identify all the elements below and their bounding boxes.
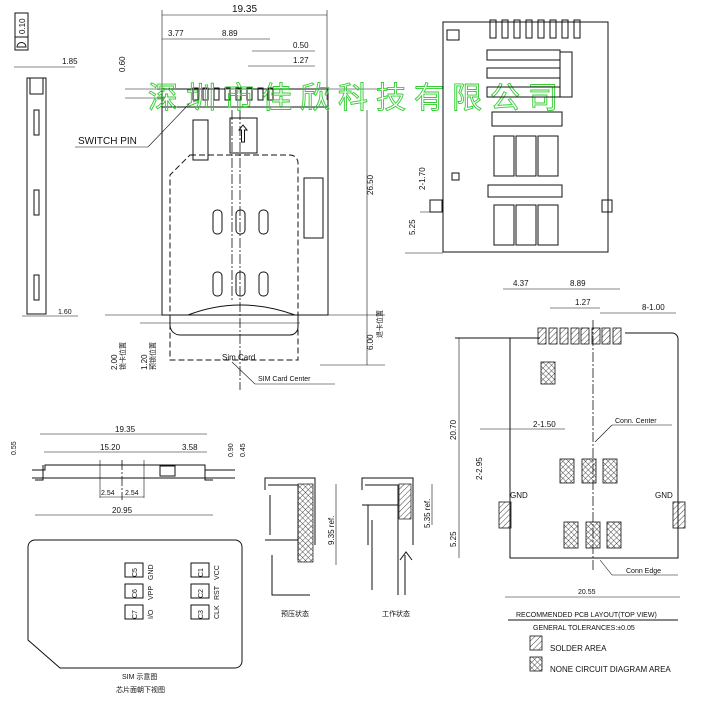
dim-pin-height: 0.60 [118,56,127,72]
preload-dim: 9.35 ref. [327,516,336,545]
eject-label: 退卡位置 [375,310,384,338]
pcb-dim-offset: 4.37 [513,279,529,288]
contact-c2: C2 RST [190,583,221,600]
contact-c5: C5 GND [124,562,155,580]
prelock-label: 预锁位置 [148,342,157,370]
front-dim-right: 3.58 [182,443,198,452]
front-dim-span: 15.20 [100,443,121,452]
conn-edge-label: Conn Edge [626,568,661,575]
svg-text:GND: GND [148,564,155,580]
sim-card-diagram: C5 GND C6 VPP C7 I/O C1 VCC C2 RST C3 CLK SIM … [27,539,243,694]
working-label: 工作状态 [382,609,410,618]
front-dim-width: 19.35 [115,425,136,434]
pcb-dim-height: 20.70 [449,419,458,440]
svg-text:RST: RST [214,585,221,600]
lock-label: 锁卡位置 [118,342,127,370]
dim-eject: 6.00 [366,334,375,350]
section-working: 5.35 ref. 工作状态 [361,477,433,618]
pcb-tolerance: GENERAL TOLERANCES:±0.05 [533,625,635,632]
pin-pads [537,327,622,345]
pcb-dim-span: 8.89 [570,279,586,288]
dim-pad-offset: 5.25 [408,219,417,235]
no-circuit-areas [540,361,622,549]
svg-text:I/O: I/O [148,609,155,619]
contact-c3: C3 CLK [190,604,221,620]
dim-lock: 2.00 [110,354,119,370]
dim-offset: 3.77 [168,29,184,38]
no-circuit-swatch [529,656,543,672]
front-dim-p2: 2.54 [125,490,139,497]
bottom-view: 2-1.70 5.25 [405,19,613,254]
pcb-dim-width: 20.55 [578,589,596,596]
dim-pad-width: 2-1.70 [418,167,427,190]
top-view: 19.35 3.77 8.89 0.50 1.27 0.60 SWITCH PI… [75,4,385,390]
working-dim: 5.35 ref. [423,499,432,528]
front-dim-total: 20.95 [112,506,133,515]
front-view: 19.35 15.20 3.58 2.54 2.54 20.95 0.55 0.… [11,425,247,516]
gnd-pads [498,501,686,529]
contact-c6: C6 VPP [124,583,155,600]
pins [192,87,274,101]
sim-caption-2: 芯片面朝下视图 [116,685,165,694]
svg-text:C3: C3 [198,610,205,619]
gnd-right-label: GND [655,491,673,500]
dim-thickness: 1.85 [62,57,78,66]
dim-pin-width: 0.50 [293,41,309,50]
svg-text:VCC: VCC [214,565,221,580]
preload-label: 预压状态 [281,609,309,618]
pcb-layout: 4.37 8.89 1.27 8-1.00 GND GND 20.70 5.25… [449,279,686,674]
svg-text:CLK: CLK [214,605,221,619]
contacts-upper [212,209,269,297]
section-preload: 9.35 ref. 预压状态 [264,477,337,618]
pcb-dim-bottom: 5.25 [449,531,458,547]
dim-width: 19.35 [232,4,257,15]
legend-solder: SOLDER AREA [550,644,607,653]
pcb-dim-gnd-width: 2-1.50 [533,420,556,429]
pcb-title: RECOMMENDED PCB LAYOUT(TOP VIEW) [516,612,657,619]
svg-text:C6: C6 [132,589,139,598]
legend-no-circuit: NONE CIRCUIT DIAGRAM AREA [550,665,671,674]
dim-length: 26.50 [366,174,375,195]
svg-text:C2: C2 [198,589,205,598]
dim-prelock: 1.20 [140,354,149,370]
solder-area-swatch [529,635,543,651]
sim-caption-1: SIM 示意图 [122,672,157,681]
front-dim-h1: 0.55 [11,441,18,455]
svg-text:C5: C5 [132,568,139,577]
flatness-icon [16,42,27,48]
svg-text:C1: C1 [198,568,205,577]
front-dim-h2: 0.90 [228,443,235,457]
front-dim-p1: 2.54 [101,490,115,497]
front-dim-h3: 0.45 [240,443,247,457]
sim-card-label: Sim Card [222,353,255,362]
contact-c1: C1 VCC [190,562,221,580]
pcb-dim-pitch: 1.27 [575,298,591,307]
insert-arrow-icon [237,124,249,143]
switch-pin-label: SWITCH PIN [78,136,137,147]
svg-text:VPP: VPP [148,586,155,600]
dim-pitch: 1.27 [293,56,309,65]
flatness-value: 0.10 [18,18,27,34]
conn-center-label: Conn. Center [615,418,657,425]
side-view: 0.10 1.85 1.60 [14,12,78,317]
contact-c7: C7 I/O [124,604,155,620]
pcb-dim-pad: 8-1.00 [642,303,665,312]
pcb-dim-gnd-height: 2-2.95 [475,457,484,480]
dim-pitch-span: 8.89 [222,29,238,38]
dim-base: 1.60 [58,309,72,316]
svg-text:C7: C7 [132,610,139,619]
gnd-left-label: GND [510,491,528,500]
sim-card-center-label: SIM Card Center [258,376,311,383]
